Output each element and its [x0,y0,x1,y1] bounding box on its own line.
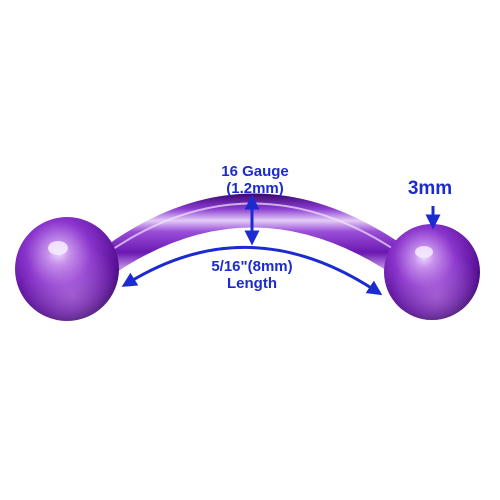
left-ball [15,217,119,321]
gauge-text: 16 Gauge [221,163,289,180]
length-word-text: Length [227,275,277,292]
gauge-label: 16 Gauge (1.2mm) [200,163,310,197]
ball-size-label: 3mm [407,178,453,199]
length-label: 5/16"(8mm) Length [192,258,312,292]
length-value-text: 5/16"(8mm) [211,258,293,275]
right-ball [384,224,480,320]
length-arrow [121,245,383,296]
gauge-mm-text: (1.2mm) [226,180,284,197]
